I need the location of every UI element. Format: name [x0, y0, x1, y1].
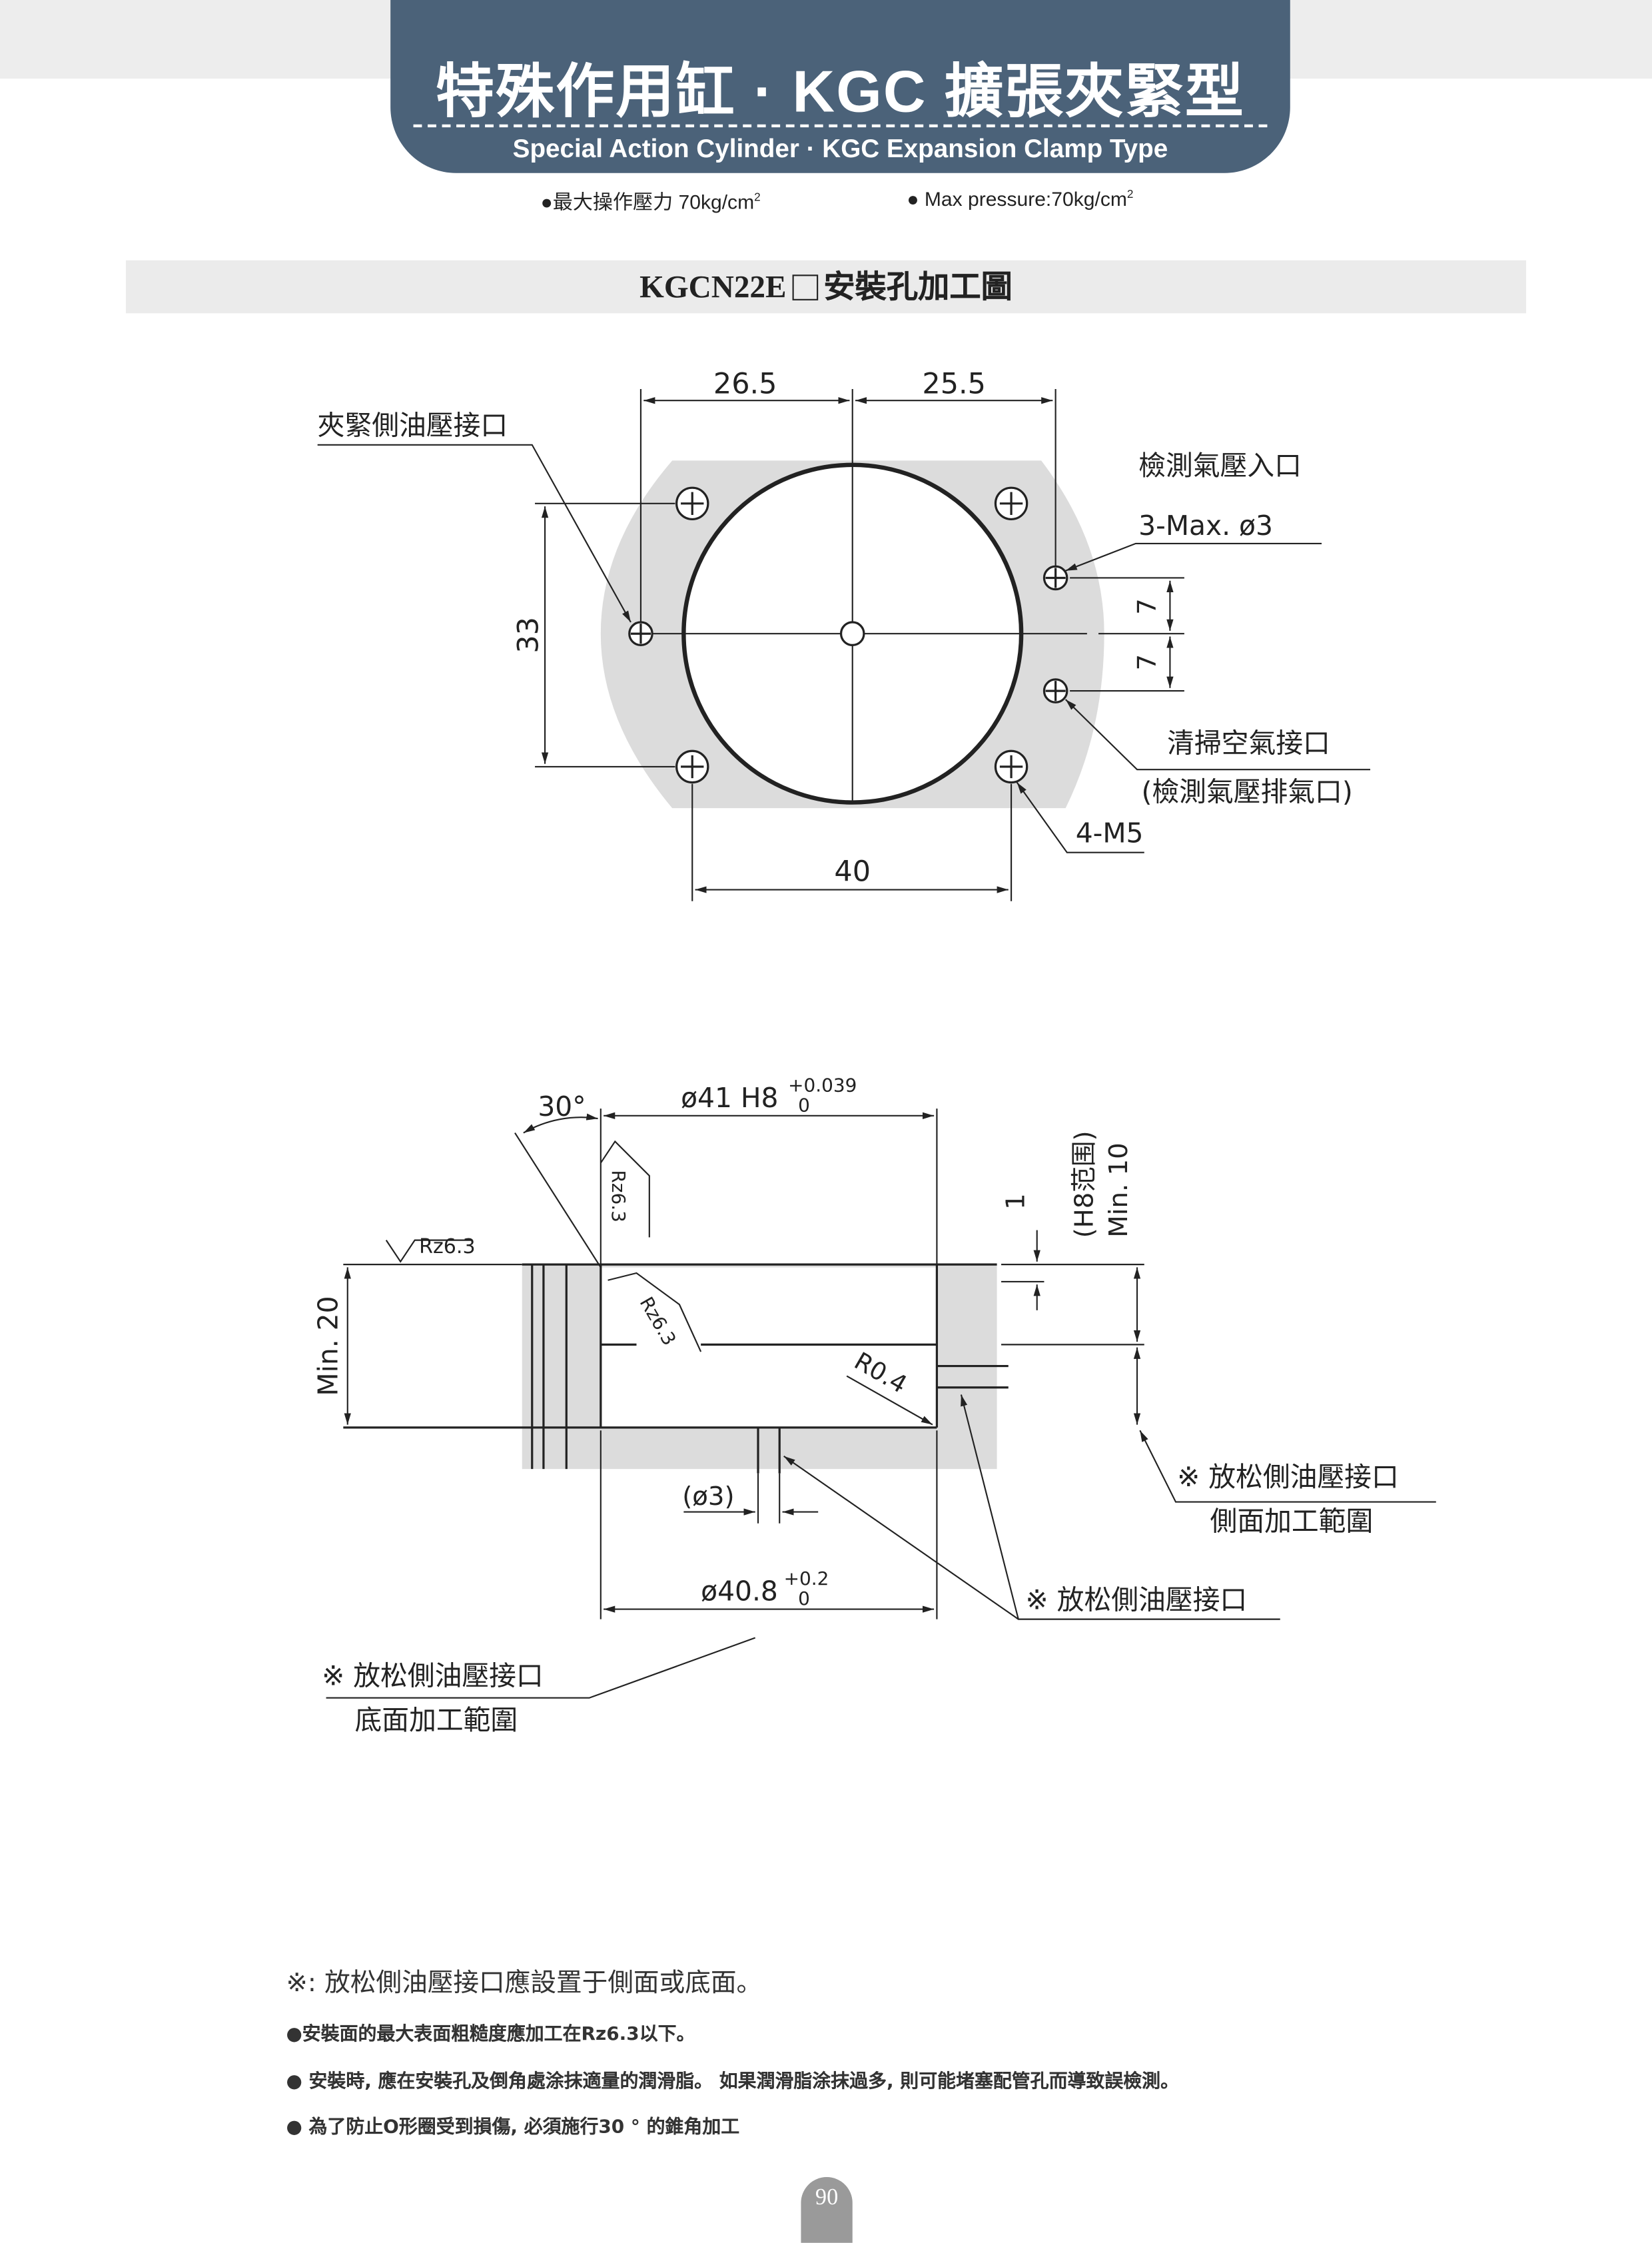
dim-min-20: Min. 20	[312, 1296, 344, 1396]
bore-tol-lower: 0	[798, 1094, 810, 1116]
roughness-surface: Rz6.3	[419, 1235, 475, 1258]
roughness-chamfer: Rz6.3	[608, 1170, 629, 1222]
note-main: ※: 放松側油壓接口應設置于側面或底面。	[286, 1968, 763, 1999]
dim-7-lower: 7	[1132, 654, 1162, 671]
note-bullet-2: ● 安裝時, 應在安裝孔及倒角處涂抹適量的潤滑脂。 如果潤滑脂涂抹過多, 則可能…	[286, 2071, 1179, 2093]
label-release-port: ※ 放松側油壓接口	[1026, 1584, 1248, 1616]
bottom-bore-diameter: ø40.8	[701, 1575, 778, 1607]
label-detect-hole: 3-Max. ø3	[1138, 510, 1273, 542]
chamfer-angle: 30°	[538, 1091, 586, 1122]
label-screw: 4-M5	[1076, 817, 1144, 849]
label-bottom-port: ※ 放松側油壓接口	[322, 1659, 544, 1691]
label-purge-note: (檢測氣壓排氣口)	[1141, 775, 1352, 807]
label-detect-inlet: 檢測氣壓入口	[1138, 450, 1302, 482]
bore-tol-upper: +0.039	[788, 1074, 857, 1096]
dim-7-upper: 7	[1132, 598, 1162, 615]
note-bullet-3: ● 為了防止O形圈受到損傷, 必須施行30 ° 的錐角加工	[286, 2116, 740, 2139]
dim-depth-1: 1	[1001, 1193, 1031, 1210]
label-side-port: ※ 放松側油壓接口	[1177, 1461, 1399, 1493]
dim-small-hole: (ø3)	[682, 1482, 734, 1512]
h8-range: (H8范围)	[1069, 1130, 1099, 1238]
divider	[413, 124, 1268, 128]
dim-33: 33	[512, 617, 545, 654]
dim-min-10: Min. 10	[1104, 1142, 1134, 1237]
page-subtitle: Special Action Cylinder · KGC Expansion …	[512, 134, 1168, 163]
dim-26-5: 26.5	[713, 367, 777, 400]
page-title: 特殊作用缸 · KGC 擴張夾緊型	[435, 59, 1246, 125]
section-view-drawing	[326, 1109, 1436, 1699]
label-purge-port: 清掃空氣接口	[1167, 727, 1330, 759]
header-banner: 特殊作用缸 · KGC 擴張夾緊型 Special Action Cylinde…	[390, 0, 1290, 173]
page-number: 90	[801, 2177, 853, 2243]
label-clamp-port: 夾緊側油壓接口	[318, 410, 508, 442]
checkbox-symbol	[792, 274, 818, 300]
dim-25-5: 25.5	[922, 367, 986, 400]
label-bottom-range: 底面加工範圍	[355, 1704, 518, 1736]
dim-40: 40	[834, 855, 871, 889]
bottom-tol-lower: 0	[798, 1587, 810, 1609]
bore-diameter: ø41 H8	[681, 1082, 778, 1114]
bottom-tol-upper: +0.2	[784, 1568, 829, 1589]
label-side-range: 側面加工範圍	[1210, 1506, 1374, 1538]
screw-holes	[628, 486, 1068, 784]
spec-max-pressure-zh: ●最大操作壓力 70kg/cm2	[540, 190, 761, 213]
spec-max-pressure-en: ● Max pressure:70kg/cm2	[907, 187, 1134, 211]
top-view-drawing	[317, 389, 1371, 901]
note-bullet-1: ●安裝面的最大表面粗糙度應加工在Rz6.3以下。	[286, 2024, 695, 2046]
